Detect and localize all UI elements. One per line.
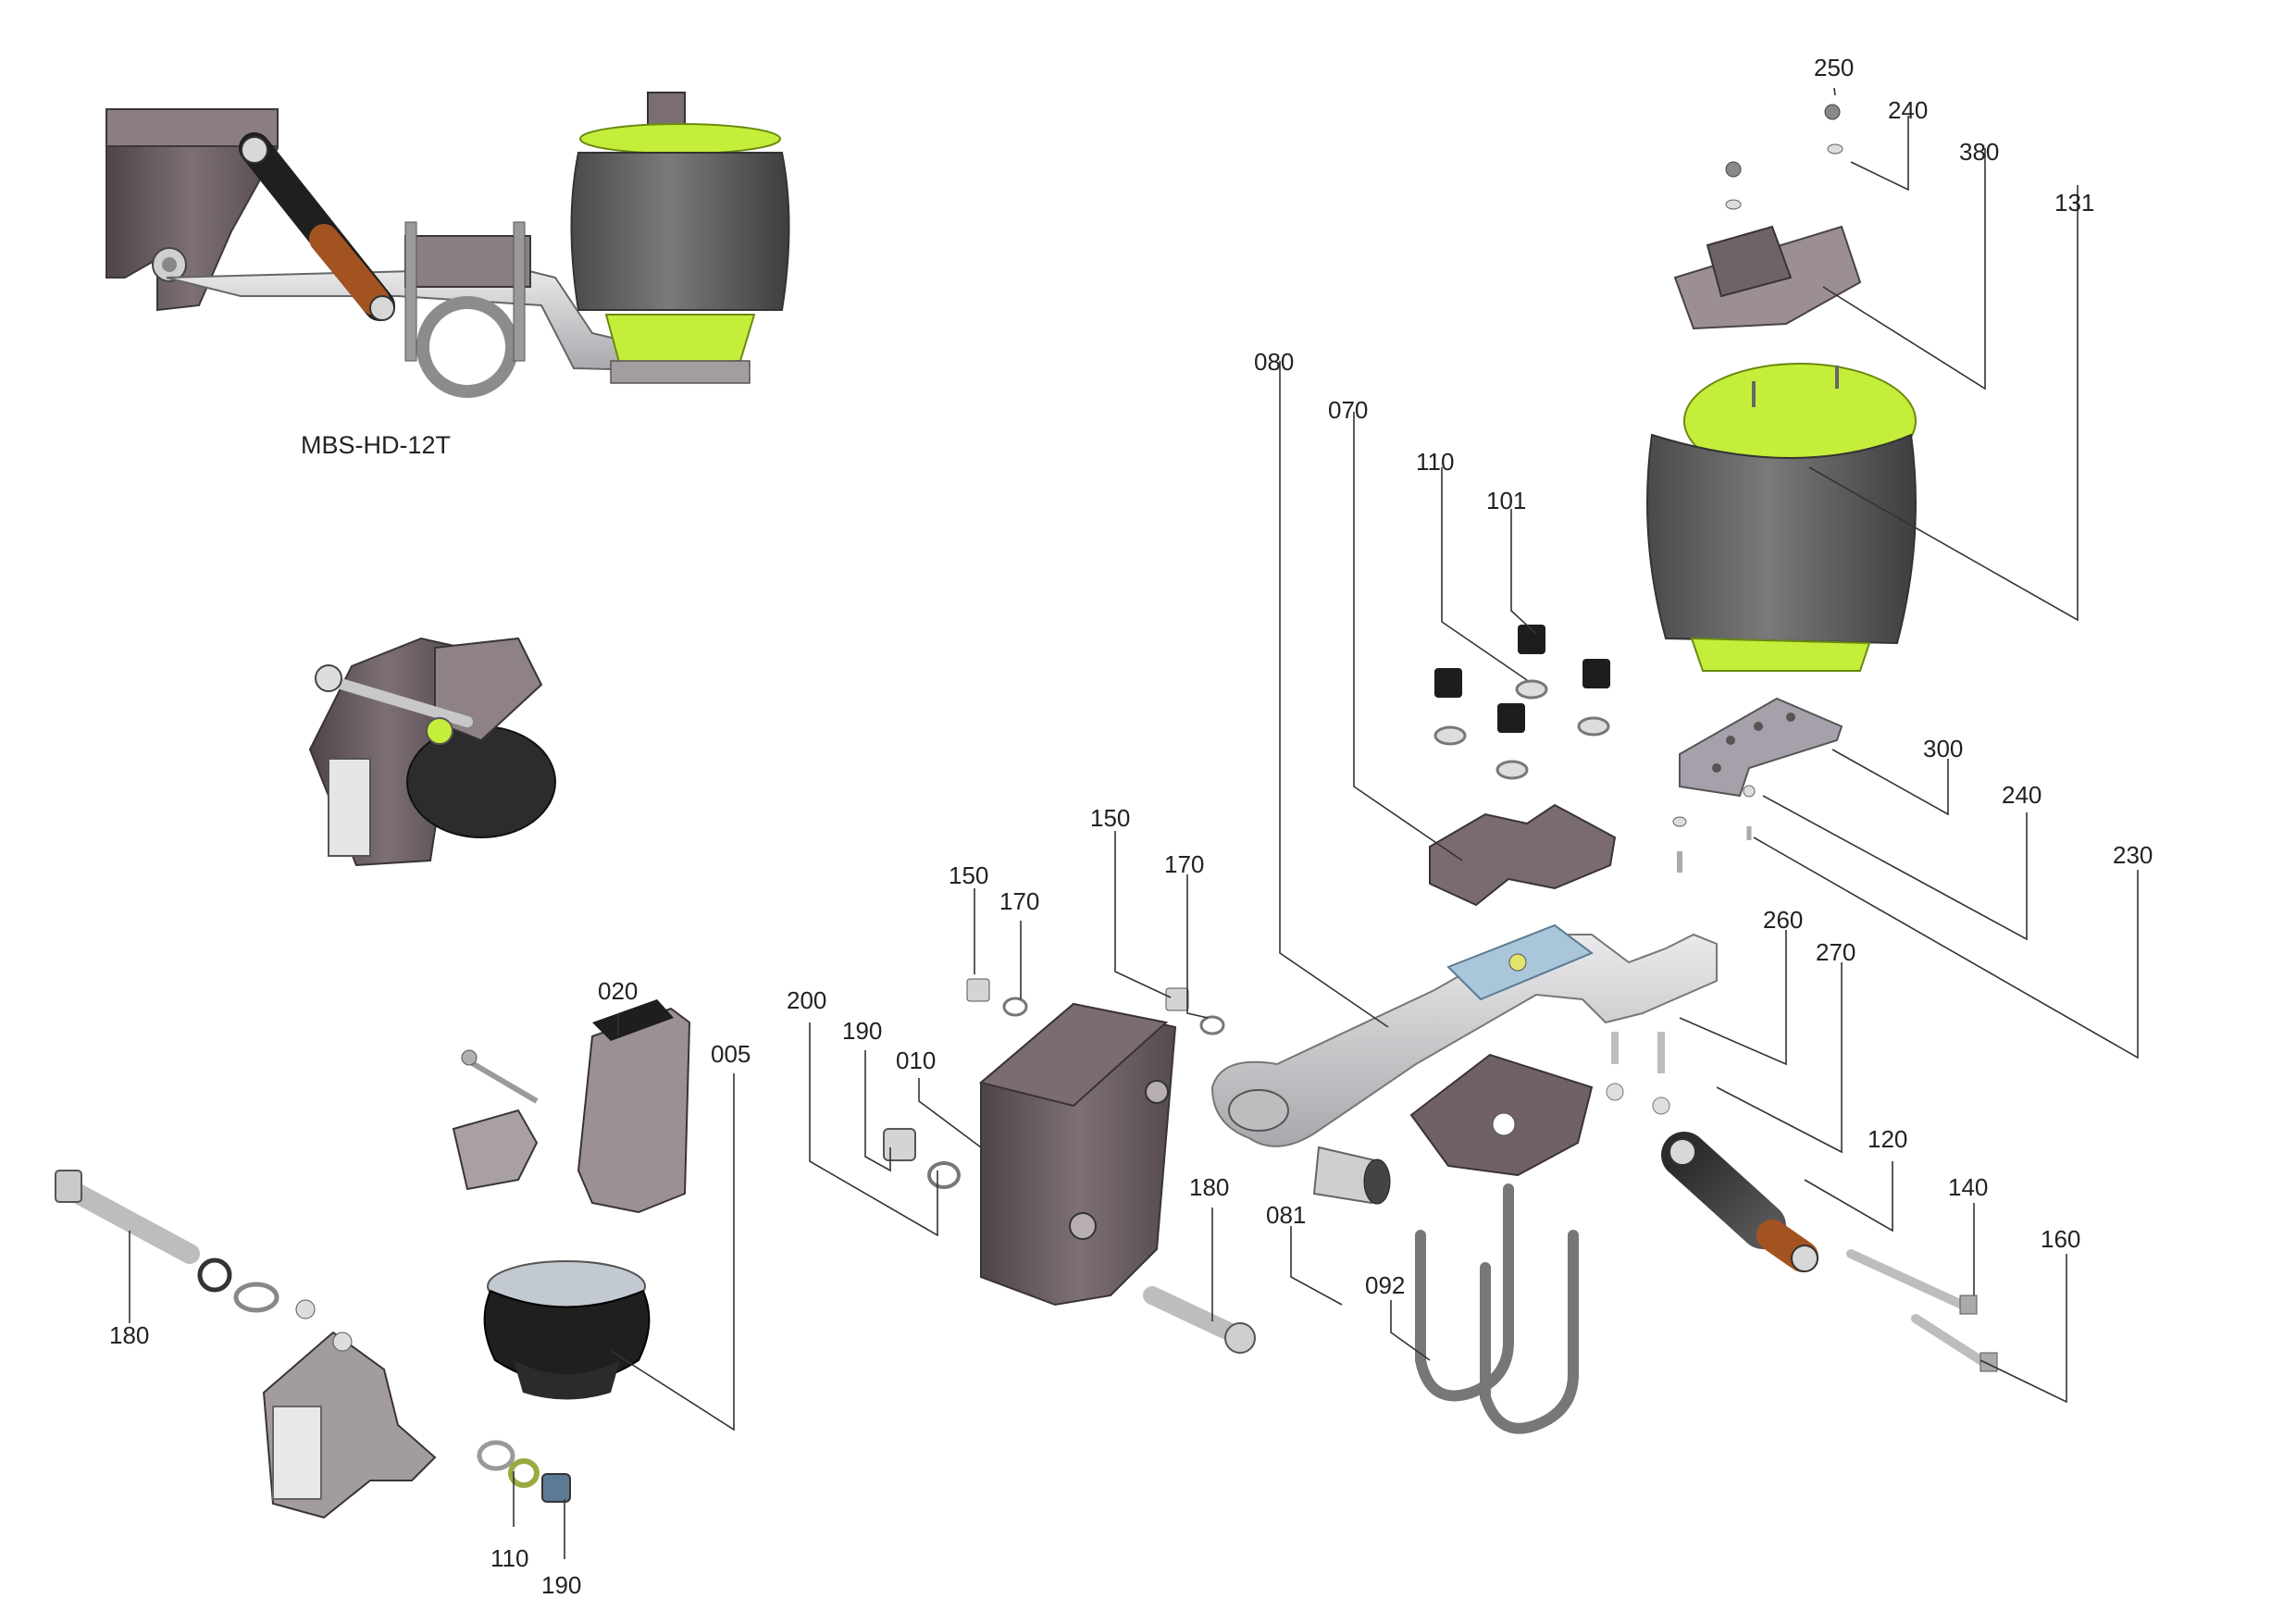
callout-270: 270 xyxy=(1816,938,1855,966)
callout-080: 080 xyxy=(1254,348,1294,376)
callout-380: 380 xyxy=(1959,138,1999,166)
callout-190-mid: 190 xyxy=(842,1017,882,1045)
callout-240-right: 240 xyxy=(2002,781,2042,809)
shock-absorber-assembled xyxy=(239,132,395,321)
callout-092: 092 xyxy=(1365,1271,1405,1299)
bracket-020-group xyxy=(452,999,691,1214)
callout-110-lower: 110 xyxy=(490,1544,528,1572)
studs-260-270 xyxy=(1606,1032,1670,1115)
callout-300: 300 xyxy=(1923,735,1963,762)
callout-190-lower: 190 xyxy=(541,1571,581,1599)
bushing-081 xyxy=(1312,1146,1391,1205)
lower-spring-plate-300 xyxy=(1679,697,1843,798)
axle-seat-bracket xyxy=(1409,1053,1594,1177)
hanger-bracket-lower-left xyxy=(262,1299,437,1519)
callout-010: 010 xyxy=(896,1047,936,1074)
nut-washer-set-101-110 xyxy=(1433,625,1610,780)
hardware-150-170-190-200 xyxy=(883,978,1225,1189)
callout-070: 070 xyxy=(1328,396,1368,424)
callout-200: 200 xyxy=(787,986,826,1014)
axle-seat-assembled xyxy=(404,221,531,398)
callout-160: 160 xyxy=(2041,1225,2080,1253)
callout-170-left: 170 xyxy=(999,887,1039,915)
air-spring-assembled xyxy=(570,92,790,384)
pivot-bolt-180 xyxy=(1143,1286,1256,1354)
callout-170-right: 170 xyxy=(1164,850,1204,878)
assembly-title: MBS-HD-12T xyxy=(301,431,451,459)
callout-230: 230 xyxy=(2113,841,2153,869)
callout-240-top: 240 xyxy=(1888,96,1928,124)
callout-labels: 250 240 380 131 080 070 110 101 300 240 … xyxy=(109,54,2153,1599)
callout-180-lower: 180 xyxy=(109,1321,149,1349)
leader-lines xyxy=(129,87,2139,1559)
hardware-230-240 xyxy=(1672,785,1756,873)
air-spring-131 xyxy=(1646,363,1917,672)
bolts-140-160 xyxy=(1846,1249,1998,1372)
callout-110: 110 xyxy=(1416,448,1454,476)
assembled-suspension-view xyxy=(105,92,790,398)
callout-150-left: 150 xyxy=(949,861,988,889)
callout-131: 131 xyxy=(2054,189,2094,217)
callout-250: 250 xyxy=(1814,54,1854,81)
callout-260: 260 xyxy=(1763,906,1803,934)
callout-150-right: 150 xyxy=(1090,804,1130,832)
callout-005: 005 xyxy=(711,1040,751,1068)
callout-101: 101 xyxy=(1486,487,1526,514)
air-spring-005 xyxy=(483,1260,651,1400)
top-plate-070 xyxy=(1429,803,1617,907)
callout-180-mid: 180 xyxy=(1189,1173,1229,1201)
callout-140: 140 xyxy=(1948,1173,1988,1201)
callout-020: 020 xyxy=(598,977,638,1005)
bracket-with-spring-view xyxy=(308,637,556,867)
callout-081: 081 xyxy=(1266,1201,1306,1229)
hanger-bracket-010 xyxy=(978,1002,1177,1307)
pivot-bolt-180-lower xyxy=(55,1170,279,1313)
u-bolts-092 xyxy=(1415,1183,1579,1434)
washers-110-190-lower xyxy=(477,1440,571,1503)
trailing-arm-080 xyxy=(1210,923,1718,1147)
callout-120: 120 xyxy=(1868,1125,1907,1153)
upper-mounting-plate xyxy=(1673,104,1862,330)
shock-absorber-120 xyxy=(1661,1132,1818,1272)
